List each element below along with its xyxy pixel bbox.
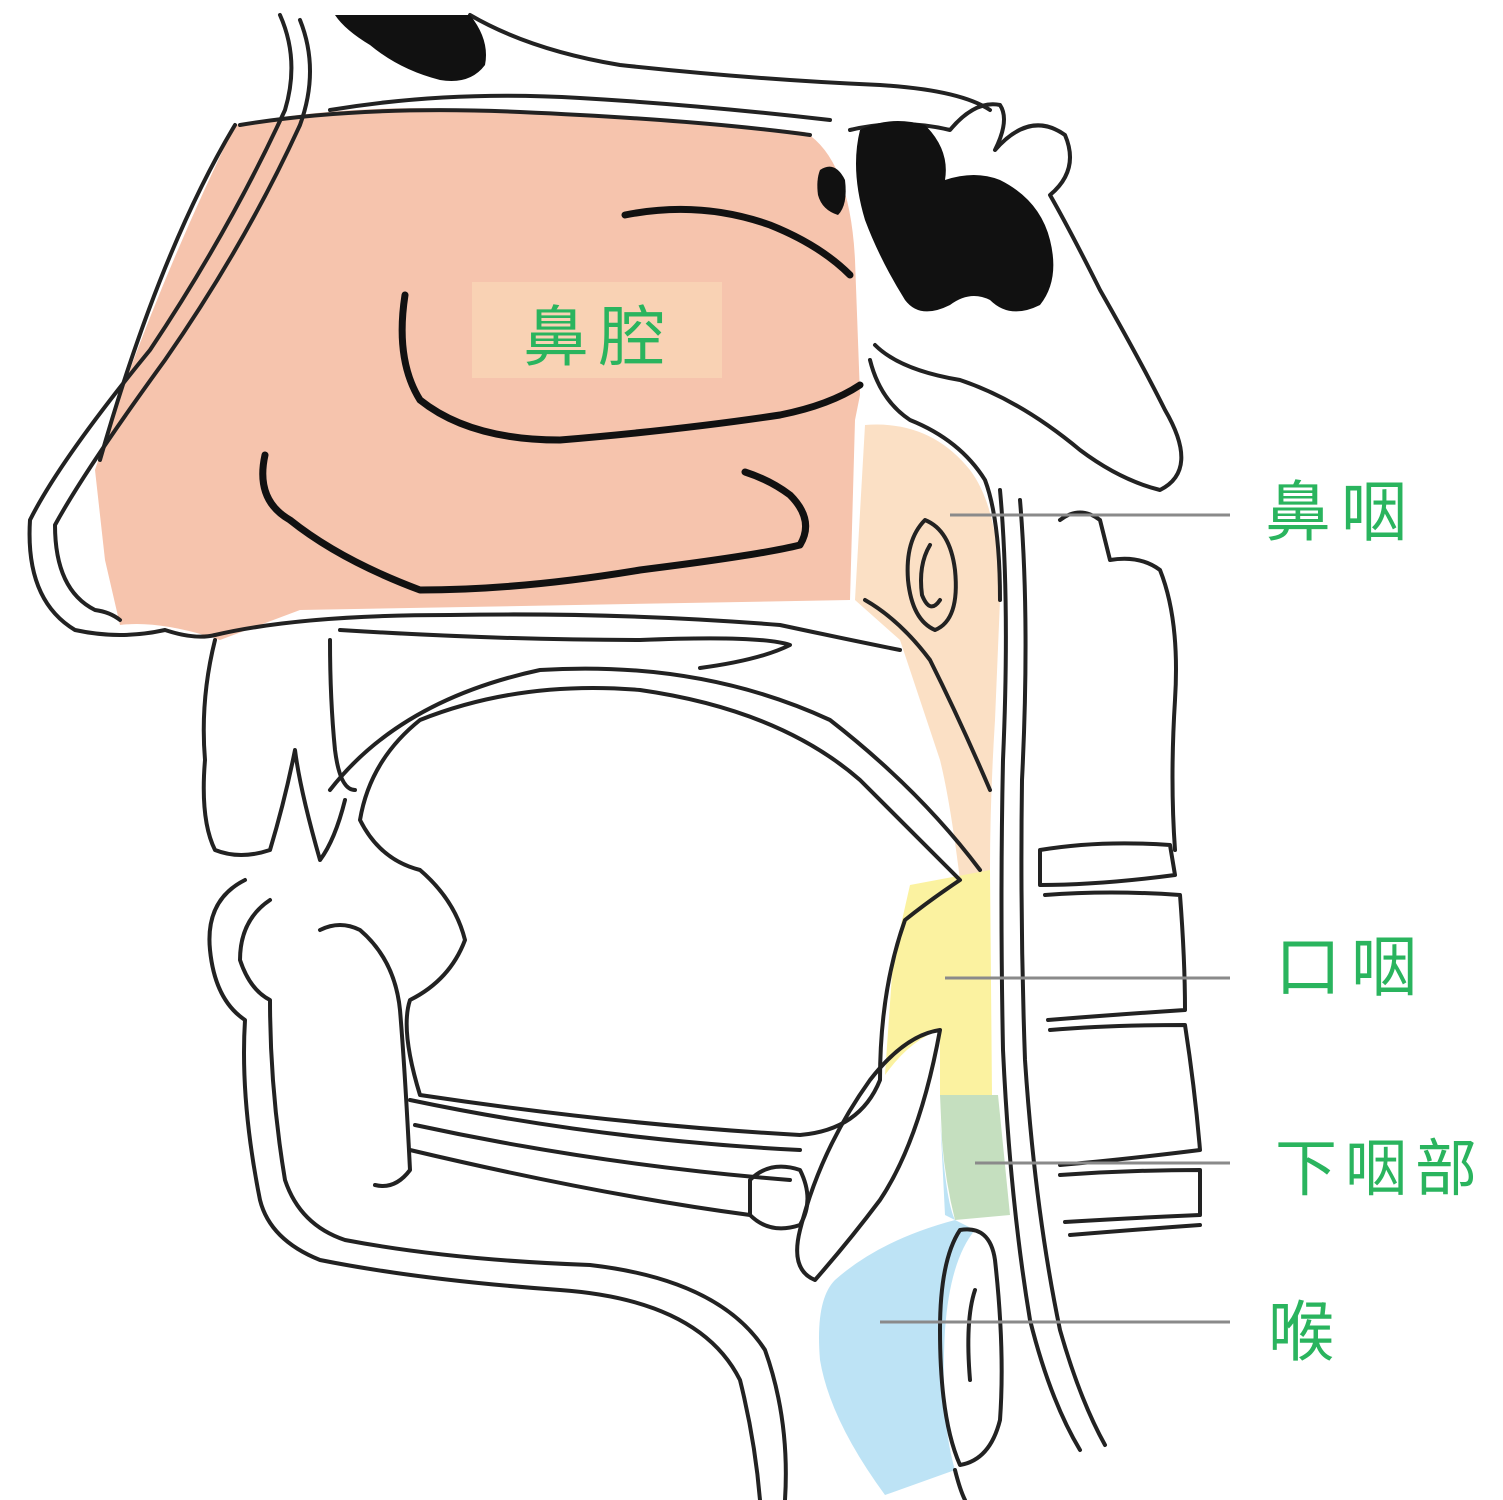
oropharynx-label: 口咽: [1275, 929, 1427, 1006]
mandible-line-3: [410, 1150, 750, 1215]
nasal-cavity-label: 鼻腔: [523, 299, 675, 376]
cervical-vertebra-6: [1070, 1225, 1200, 1235]
lower-lip-outline: [209, 880, 760, 1500]
mandible-line-1: [410, 1100, 800, 1150]
lower-incisor: [320, 925, 410, 1186]
frontal-sinus: [335, 15, 486, 81]
cervical-vertebra-5: [1060, 1170, 1200, 1222]
hypopharynx-label: 下咽部: [1275, 1132, 1485, 1205]
arytenoid-outline: [968, 1290, 975, 1380]
hard-palate-bottom: [340, 630, 790, 668]
cervical-vertebra-1: [1060, 513, 1176, 851]
oropharynx-region: [885, 870, 992, 1095]
sphenoid-sinus: [856, 121, 1053, 311]
larynx-label: 喉: [1268, 1294, 1344, 1371]
posterior-pharyngeal-wall-outer: [1020, 500, 1105, 1445]
tongue-upper-arc: [330, 669, 980, 870]
cervical-vertebra-2: [1040, 843, 1175, 885]
cervical-vertebra-3: [1045, 893, 1185, 1021]
nasopharynx-label: 鼻咽: [1265, 474, 1417, 551]
trachea-line: [955, 1470, 965, 1500]
hypopharynx-region: [940, 1095, 1010, 1220]
cervical-vertebra-4: [1050, 1025, 1200, 1165]
lower-lip-inner: [240, 900, 786, 1500]
upper-lip-outline: [204, 640, 345, 860]
posterior-pharyngeal-wall: [1000, 490, 1080, 1450]
nasopharynx-region: [855, 425, 1000, 880]
hard-palate-top: [215, 614, 900, 650]
